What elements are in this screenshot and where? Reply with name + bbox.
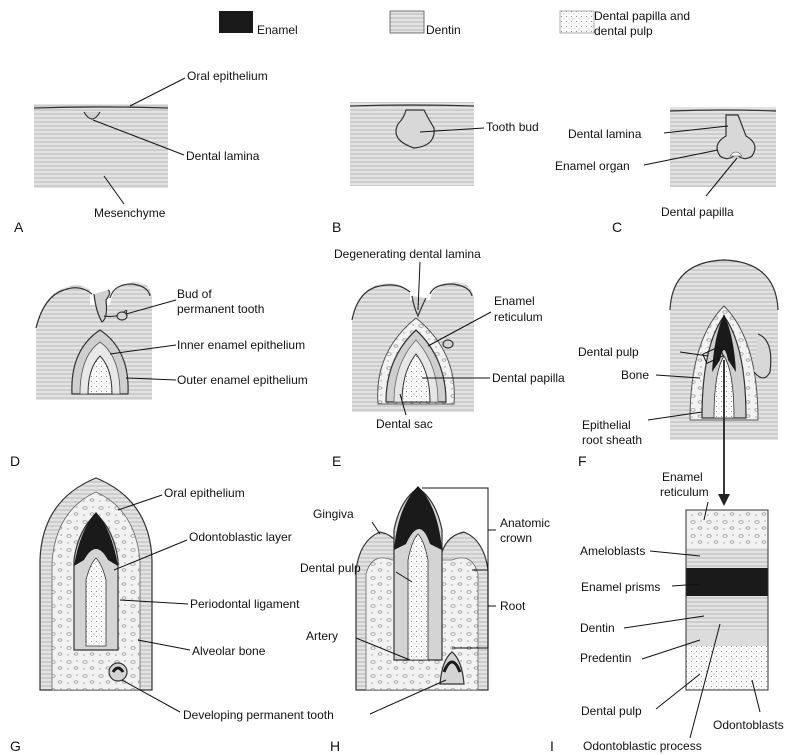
panel-c-dental-papilla-label: Dental papilla xyxy=(661,205,734,219)
panel-a-dental-lamina-label: Dental lamina xyxy=(186,149,260,163)
panel-i-letter: I xyxy=(550,738,554,754)
panel-i-enamel-prisms-layer xyxy=(686,568,768,596)
legend-enamel-label: Enamel xyxy=(257,23,298,37)
panel-a-letter: A xyxy=(14,219,24,235)
legend-papilla-label-1: Dental papilla and xyxy=(594,9,690,23)
panel-d-permanent-bud xyxy=(117,312,127,320)
magnify-arrowhead xyxy=(718,494,730,506)
panel-b-tooth-bud-label: Tooth bud xyxy=(486,120,539,134)
panel-c-enamel-organ-label: Enamel organ xyxy=(555,159,630,173)
panel-h-artery-label: Artery xyxy=(306,629,338,643)
panel-g-pulp xyxy=(86,558,106,646)
panel-c: Dental lamina Enamel organ Dental papill… xyxy=(555,107,776,235)
panel-e: Degenerating dental lamina Enamel reticu… xyxy=(332,247,565,469)
panel-f-bone-label: Bone xyxy=(621,368,649,382)
panel-i-predentin-label: Predentin xyxy=(580,651,631,665)
panel-b-letter: B xyxy=(332,219,341,235)
enamel-swatch xyxy=(219,11,253,33)
panel-c-letter: C xyxy=(612,219,622,235)
panel-i-lead-pulp xyxy=(656,674,700,709)
panel-f-dental-pulp-label: Dental pulp xyxy=(578,345,639,359)
legend: Enamel Dentin Dental papilla and dental … xyxy=(219,9,690,38)
panel-g-letter: G xyxy=(10,738,21,754)
panel-i-reticulum-label-1: Enamel xyxy=(662,470,703,484)
papilla-swatch xyxy=(560,11,594,33)
panel-d-bud-label-2: permanent tooth xyxy=(177,302,264,316)
panel-h-lead-gingiva xyxy=(372,522,380,534)
panel-h-root-label: Root xyxy=(500,599,526,613)
panel-d-bud-label-1: Bud of xyxy=(177,287,212,301)
panel-i-enamel-prisms-label: Enamel prisms xyxy=(581,580,660,594)
panel-c-dental-lamina-label: Dental lamina xyxy=(568,127,642,141)
panel-i-reticulum-layer xyxy=(686,510,768,548)
panel-h: Gingiva Anatomic crown Root Dental pulp … xyxy=(300,486,550,754)
panel-b: Tooth bud B xyxy=(332,102,539,235)
panel-h-anatomic-crown-label-2: crown xyxy=(500,531,532,545)
panel-i-process-label: Odontoblastic process xyxy=(583,739,702,753)
panel-h-letter: H xyxy=(330,738,340,754)
panel-d-letter: D xyxy=(10,453,20,469)
panel-i-ameloblast-layer xyxy=(686,548,768,568)
panel-i-predentin-layer xyxy=(686,630,768,646)
panel-g-odontoblastic-label: Odontoblastic layer xyxy=(189,530,292,544)
panel-i-pulp-layer xyxy=(686,646,768,690)
legend-papilla-label-2: dental pulp xyxy=(594,24,653,38)
panel-i-dentin-layer xyxy=(686,596,768,630)
panel-f-letter: F xyxy=(578,453,587,469)
legend-dentin-label: Dentin xyxy=(426,23,461,37)
panel-h-dental-pulp-label: Dental pulp xyxy=(300,561,361,575)
panel-e-dental-papilla-label: Dental papilla xyxy=(492,371,565,385)
panel-g-permanent-tooth xyxy=(109,663,127,681)
panel-h-pulp xyxy=(408,534,428,660)
panel-e-permanent-bud xyxy=(443,340,453,348)
panel-f-root-sheath-label-1: Epithelial xyxy=(582,418,631,432)
panel-a-lead-oral xyxy=(130,78,185,106)
panel-i-dentin-label: Dentin xyxy=(580,621,615,635)
panel-e-reticulum-label-2: reticulum xyxy=(494,310,543,324)
panel-d-outer-enamel-label: Outer enamel epithelium xyxy=(177,373,308,387)
panel-e-reticulum-label-1: Enamel xyxy=(494,294,535,308)
panel-g-periodontal-label: Periodontal ligament xyxy=(190,597,300,611)
panel-a-oral-epithelium-label: Oral epithelium xyxy=(187,69,268,83)
panel-i-dental-pulp-label: Dental pulp xyxy=(581,704,642,718)
panel-h-gingiva-label: Gingiva xyxy=(313,507,354,521)
panel-g: Oral epithelium Odontoblastic layer Peri… xyxy=(10,478,334,754)
panel-e-letter: E xyxy=(332,453,341,469)
panel-d: Bud of permanent tooth Inner enamel epit… xyxy=(10,282,308,469)
panel-e-dental-sac-label: Dental sac xyxy=(376,417,433,431)
panel-a-mesenchyme-label: Mesenchyme xyxy=(94,206,166,220)
panel-i: Enamel reticulum Ameloblasts Enamel pris… xyxy=(550,470,784,754)
panel-g-alveolar-bone-label: Alveolar bone xyxy=(192,644,266,658)
panel-a-tissue xyxy=(34,104,168,188)
panel-i-reticulum-label-2: reticulum xyxy=(660,485,709,499)
panel-f-root-sheath-label-2: root sheath xyxy=(582,433,642,447)
panel-a: Oral epithelium Dental lamina Mesenchyme… xyxy=(14,69,268,235)
panel-i-odontoblasts-label: Odontoblasts xyxy=(713,718,784,732)
panel-i-ameloblasts-label: Ameloblasts xyxy=(580,544,645,558)
panel-e-degenerating-label: Degenerating dental lamina xyxy=(334,247,481,261)
panel-d-inner-enamel-label: Inner enamel epithelium xyxy=(177,338,305,352)
panel-g-oral-epithelium-label: Oral epithelium xyxy=(164,486,245,500)
dentin-swatch xyxy=(390,11,424,33)
developing-permanent-tooth-label: Developing permanent tooth xyxy=(183,708,334,722)
panel-h-anatomic-crown-label-1: Anatomic xyxy=(500,516,550,530)
